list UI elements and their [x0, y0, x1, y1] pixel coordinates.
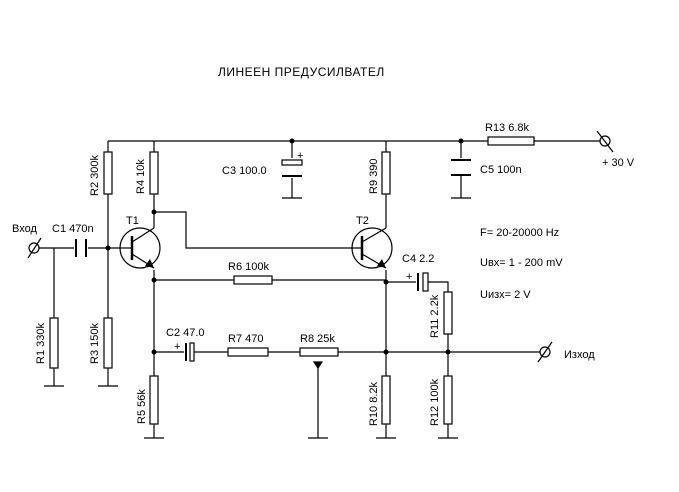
label-c2: C2 47.0: [166, 327, 205, 339]
label-supply: + 30 V: [602, 157, 635, 169]
supply-terminal: [596, 130, 614, 153]
label-c1: C1 470n: [52, 223, 94, 235]
ground-symbols: [44, 197, 471, 439]
label-r10: R10 8.2k: [368, 381, 380, 426]
label-r2: R2 300k: [89, 155, 101, 196]
label-c5: C5 100n: [480, 164, 522, 176]
label-c4: C4 2.2: [402, 253, 434, 265]
potentiometer-r8: [299, 347, 339, 370]
label-r6: R6 100k: [228, 261, 269, 273]
label-r1: R1 330k: [35, 323, 47, 364]
label-output: Изход: [564, 349, 595, 361]
resistor-r7: [227, 347, 269, 357]
label-c2-polarity: +: [174, 341, 180, 353]
label-input: Вход: [12, 223, 37, 235]
input-terminal: [27, 237, 42, 259]
capacitor-c2: [185, 342, 195, 362]
label-r4: R4 10k: [135, 159, 147, 194]
label-c3-polarity: +: [297, 150, 303, 162]
wires: [39, 140, 600, 438]
label-r12: R12 100k: [429, 378, 441, 426]
resistor-r5: [149, 375, 159, 425]
label-t1: T1: [126, 215, 139, 227]
label-r13: R13 6.8k: [485, 122, 530, 134]
label-r11: R11 2.2k: [429, 294, 441, 338]
transistor-t1: [118, 227, 161, 269]
capacitor-c1: [75, 239, 87, 257]
label-c3: C3 100.0: [222, 165, 267, 177]
label-c4-polarity: +: [406, 271, 412, 283]
output-terminal: [537, 341, 553, 363]
label-r9: R9 390: [368, 159, 380, 194]
resistor-r11: [443, 291, 453, 335]
diagram-title: ЛИНЕЕН ПРЕДУСИЛВАТЕЛ: [218, 65, 385, 79]
resistor-r12: [443, 375, 453, 425]
label-input-voltage: Uвх= 1 - 200 mV: [480, 257, 563, 269]
junction-dots: [105, 138, 464, 355]
label-r7: R7 470: [228, 333, 263, 345]
resistor-r2: [103, 151, 113, 195]
capacitor-c3: [281, 159, 303, 177]
resistor-r10: [381, 375, 391, 425]
resistor-r9: [381, 151, 391, 195]
resistor-r4: [149, 151, 159, 195]
resistor-r6: [233, 275, 273, 285]
capacitor-c5: [451, 159, 471, 176]
label-r8: R8 25k: [300, 333, 335, 345]
resistor-r1: [49, 317, 59, 369]
label-t2: T2: [356, 215, 369, 227]
capacitor-c4: [417, 272, 429, 292]
resistor-r13: [487, 136, 535, 146]
resistor-r3: [103, 317, 113, 369]
label-frequency: F= 20-20000 Hz: [480, 227, 559, 239]
label-output-voltage: Uизх= 2 V: [480, 289, 531, 301]
transistor-t2: [351, 227, 393, 269]
label-r3: R3 150k: [89, 323, 101, 364]
label-r5: R5 56k: [136, 389, 148, 424]
